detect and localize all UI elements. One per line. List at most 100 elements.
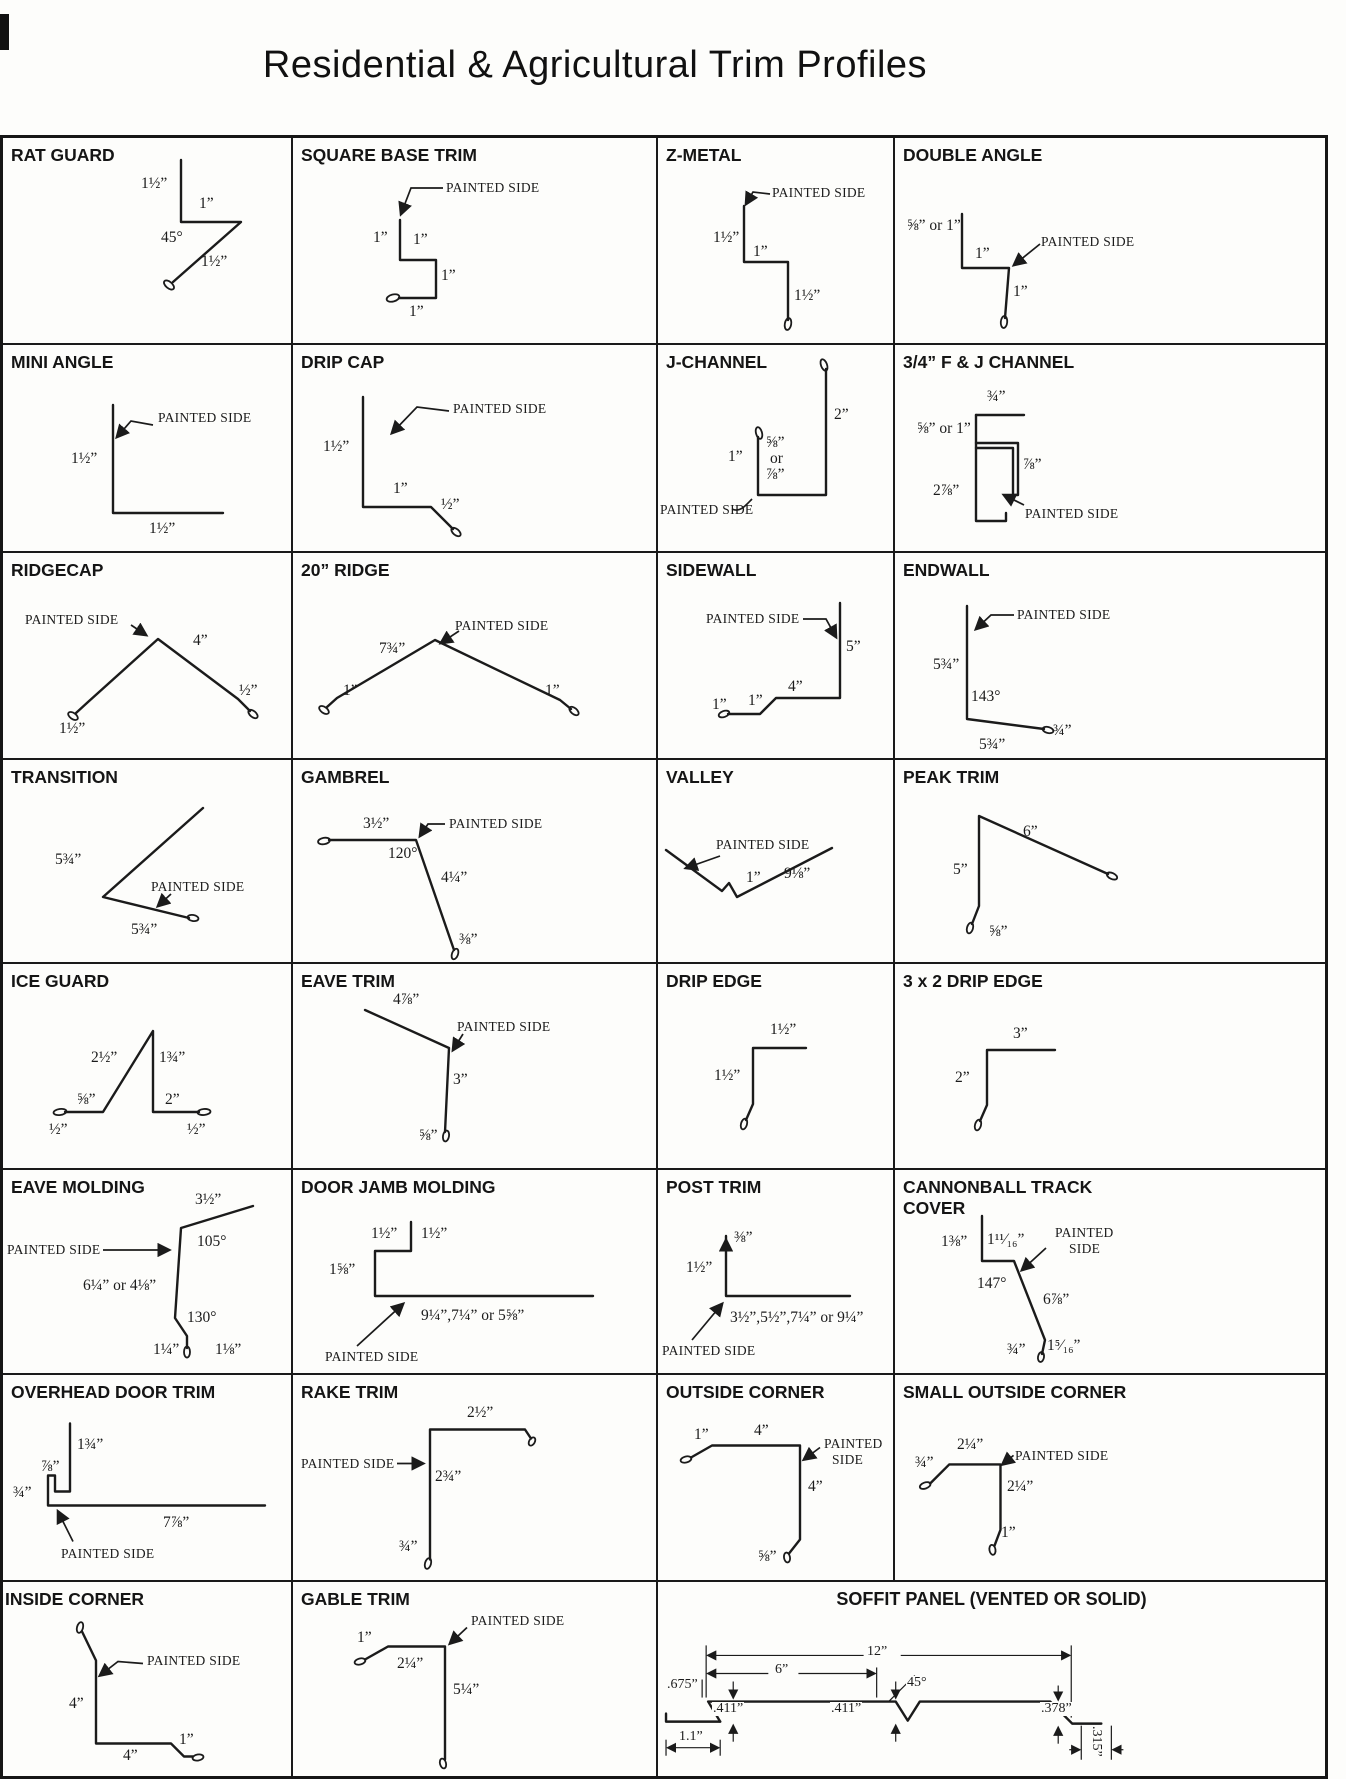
inside-corner-drawing [75,1621,205,1762]
cell-title: SOFFIT PANEL (VENTED OR SOLID) [836,1589,1147,1609]
dim-label: 2½” [467,1404,494,1421]
dim-label: ½” [441,496,460,513]
mini-angle-drawing [111,403,225,515]
painted-side-label: PAINTED SIDE [1015,1448,1109,1463]
dim-label: 1½” [201,253,228,270]
dim-label: 3” [1013,1025,1028,1042]
door-jamb-drawing [356,1220,595,1347]
dim-label: 3½” [363,815,390,832]
dim-label: 1” [746,869,761,886]
dim-label: 6¼” or 4⅛” [83,1277,157,1294]
cell-title: PEAK TRIM [903,767,1000,787]
dim-label: 1” [357,1629,372,1646]
dim-label: 5¾” [55,851,82,868]
dim-label: 1” [343,682,358,699]
dim-label: 1½” [323,438,350,455]
dim-label: .411” [712,1701,745,1716]
cell-transition: TRANSITION 5¾” PAINTED SIDE 5¾” [3,760,293,964]
dim-label: .378” [1040,1701,1073,1716]
dim-label: 1” [748,692,763,709]
dim-label: ¾” [1007,1341,1026,1358]
dim-label: 3” [453,1071,468,1088]
cell-cannonball-track-cover: CANNONBALL TRACK COVER 1⅜” 1¹¹⁄₁₆” PAINT… [895,1170,1325,1375]
dim-label: ⅝” or 1” [917,420,971,437]
dim-label: 1” [975,245,990,262]
dim-label: 1½” [713,229,740,246]
cell-title: DRIP CAP [301,352,385,372]
sidewall-drawing [717,601,842,719]
dim-label: ½” [49,1121,68,1138]
dim-label: 1½” [371,1225,398,1242]
dim-label: ¾” [915,1454,934,1471]
cell-endwall: ENDWALL PAINTED SIDE 5¾” 143° 5¾” ¾” [895,553,1325,760]
dim-label: 1¾” [77,1436,104,1453]
dim-label: 1.1” [678,1729,704,1744]
cell-door-jamb-molding: DOOR JAMB MOLDING 1½” 1½” 1⅝” 9¼”,7¼” or… [293,1170,658,1375]
square-base-trim-drawing [385,187,443,303]
cell-title: RAT GUARD [11,145,115,165]
cell-title: J-CHANNEL [666,352,768,372]
painted-side-label: PAINTED SIDE [1041,234,1135,249]
cell-title: GAMBREL [301,767,390,787]
dim-label: 4” [808,1478,823,1495]
cell-title: TRANSITION [11,767,118,787]
painted-side-label: PAINTED SIDE [25,612,119,627]
cell-title: EAVE TRIM [301,971,395,991]
dim-label: 6⅞” [1043,1291,1070,1308]
cell-title: DOUBLE ANGLE [903,145,1043,165]
cell-title: RIDGECAP [11,560,104,580]
ridgecap-drawing [67,622,259,721]
cell-title: SMALL OUTSIDE CORNER [903,1382,1127,1402]
cell-ridgecap: RIDGECAP PAINTED SIDE 4” ½” 1½” [3,553,293,760]
dim-label: 1¹¹⁄₁₆” [987,1231,1025,1248]
cell-title: EAVE MOLDING [11,1177,145,1197]
dim-label: 1½” [794,287,821,304]
dim-label: 2¼” [1007,1478,1034,1495]
cell-title: SQUARE BASE TRIM [301,145,477,165]
dim-label: 147° [977,1275,1007,1292]
painted-side-label: PAINTED SIDE [455,618,549,633]
cell-drip-cap: DRIP CAP PAINTED SIDE 1½” 1” ½” [293,345,658,553]
dim-label: 9¼”,7¼” or 5⅝” [421,1307,525,1324]
painted-side-label: PAINTED SIDE [151,879,245,894]
dim-label: 1½” [421,1225,448,1242]
cell-gable-trim: GABLE TRIM 1” 2¼” PAINTED SIDE 5¼” [293,1582,658,1776]
cell-eave-molding: EAVE MOLDING 3½” PAINTED SIDE 105° 6¼” o… [3,1170,293,1375]
cell-soffit-panel: SOFFIT PANEL (VENTED OR SOLID) 12” 6” .6… [658,1582,1325,1776]
painted-side-label: PAINTED SIDE [772,185,866,200]
painted-side-label: PAINTED [824,1436,883,1451]
dim-label: 2¼” [397,1655,424,1672]
cell-title: 3/4” F & J CHANNEL [903,352,1075,372]
3x2-drip-edge-drawing [973,1048,1057,1132]
dim-label: ¾” [1053,722,1072,739]
painted-side-label: PAINTED SIDE [446,180,540,195]
dim-label: 1¾” [159,1049,186,1066]
dim-label: ⅝” [419,1127,438,1144]
j-channel-drawing [731,358,829,511]
cell-title: DOOR JAMB MOLDING [301,1177,496,1197]
dim-label: ⅝” or 1” [907,217,961,234]
dim-label: 105° [197,1233,227,1250]
cell-rake-trim: RAKE TRIM 2½” PAINTED SIDE 2¾” ¾” [293,1375,658,1582]
cell-title: OVERHEAD DOOR TRIM [11,1382,216,1402]
dim-label: 1⅝” [329,1261,356,1278]
double-angle-drawing [960,212,1041,329]
dim-label: 7⅞” [163,1514,190,1531]
dim-label: 1” [441,267,456,284]
cell-ice-guard: ICE GUARD 2½” 1¾” ⅝” 2” ½” ½” [3,964,293,1170]
dim-label: 1⁵⁄₁₆” [1047,1337,1081,1354]
painted-side-label: SIDE [1069,1241,1101,1256]
fj-channel-drawing [974,413,1026,523]
dim-label: 4” [193,632,208,649]
cell-title: MINI ANGLE [11,352,114,372]
dim-label: 1½” [149,520,176,537]
dim-label: 1” [712,696,727,713]
dim-label: ⅞” [41,1458,60,1475]
dim-label: 12” [866,1644,889,1659]
dim-label: 1” [409,303,424,320]
cell-20-ridge: 20” RIDGE 7¾” PAINTED SIDE 1” 1” [293,553,658,760]
dim-label: 3½”,5½”,7¼” or 9¼” [730,1309,864,1326]
dim-label: 2½” [91,1049,118,1066]
dim-label: ⅜” [734,1229,753,1246]
cell-mini-angle: MINI ANGLE PAINTED SIDE 1½” 1½” [3,345,293,553]
